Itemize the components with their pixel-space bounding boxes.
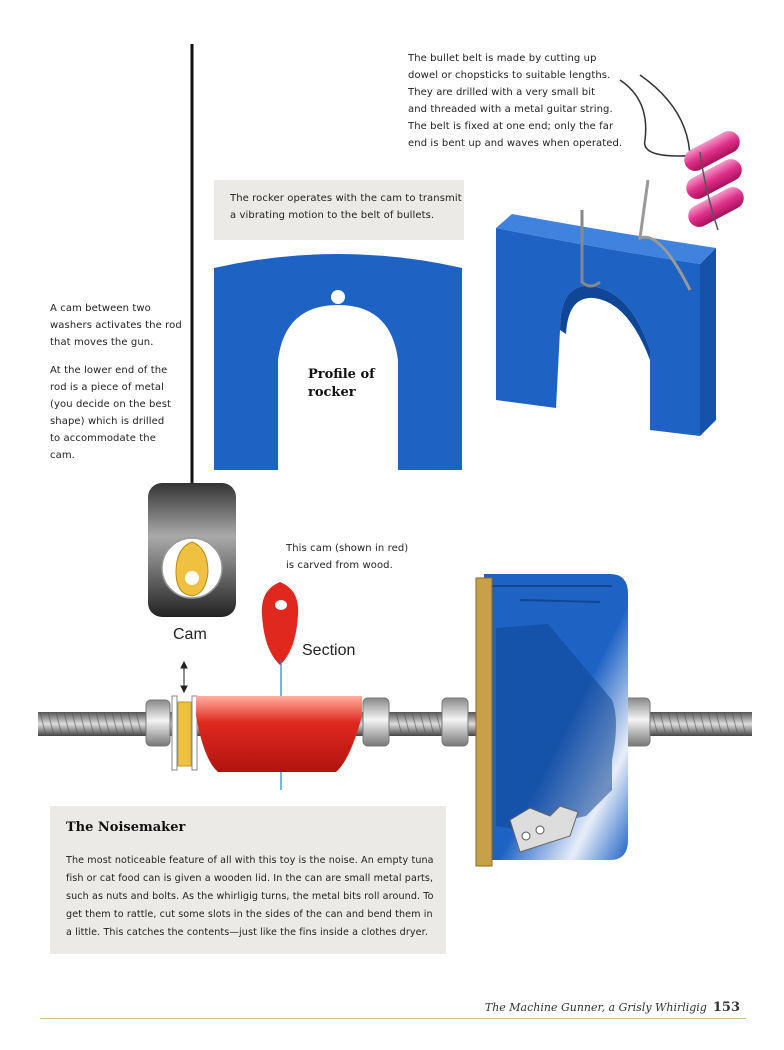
cam-note-1: A cam between two washers activates the … — [50, 303, 182, 348]
bullet-belt-note: The bullet belt is made by cutting up do… — [408, 53, 623, 149]
washer-right — [191, 695, 198, 771]
rocker-pivot-hole — [331, 290, 345, 304]
rod-end-plate — [148, 483, 236, 617]
running-title: The Machine Gunner, a Grisly Whirligig — [484, 1001, 707, 1014]
rocker-note-box — [214, 180, 464, 240]
page-number: 153 — [712, 1000, 740, 1015]
cam-note-2: At the lower end of the rod is a piece o… — [50, 365, 172, 461]
nut-1 — [145, 699, 171, 747]
noisemaker-body: The most noticeable feature of all with … — [66, 855, 434, 938]
rocker-3d — [496, 74, 716, 436]
rocker-note: The rocker operates with the cam to tran… — [230, 193, 462, 221]
gold-cam — [177, 701, 192, 767]
nut-3 — [441, 697, 469, 747]
cam-wood-note: This cam (shown in red) is carved from w… — [286, 543, 409, 571]
cam-label: Cam — [173, 626, 207, 643]
noisemaker-title: The Noisemaker — [66, 820, 186, 835]
page-footer: The Machine Gunner, a Grisly Whirligig 15… — [485, 1000, 740, 1015]
footer-rule — [40, 1018, 746, 1019]
motion-arrow — [180, 660, 188, 694]
rocker-profile-label: Profile of rocker — [308, 367, 375, 400]
bullet-belt — [684, 131, 744, 231]
washer-left — [171, 695, 178, 771]
rocker-profile — [214, 254, 462, 470]
nut-2 — [362, 697, 390, 747]
noisemaker-box — [50, 806, 446, 954]
section-label: Section — [302, 642, 356, 659]
wooden-cam — [196, 696, 362, 772]
noisemaker-can — [475, 574, 628, 867]
